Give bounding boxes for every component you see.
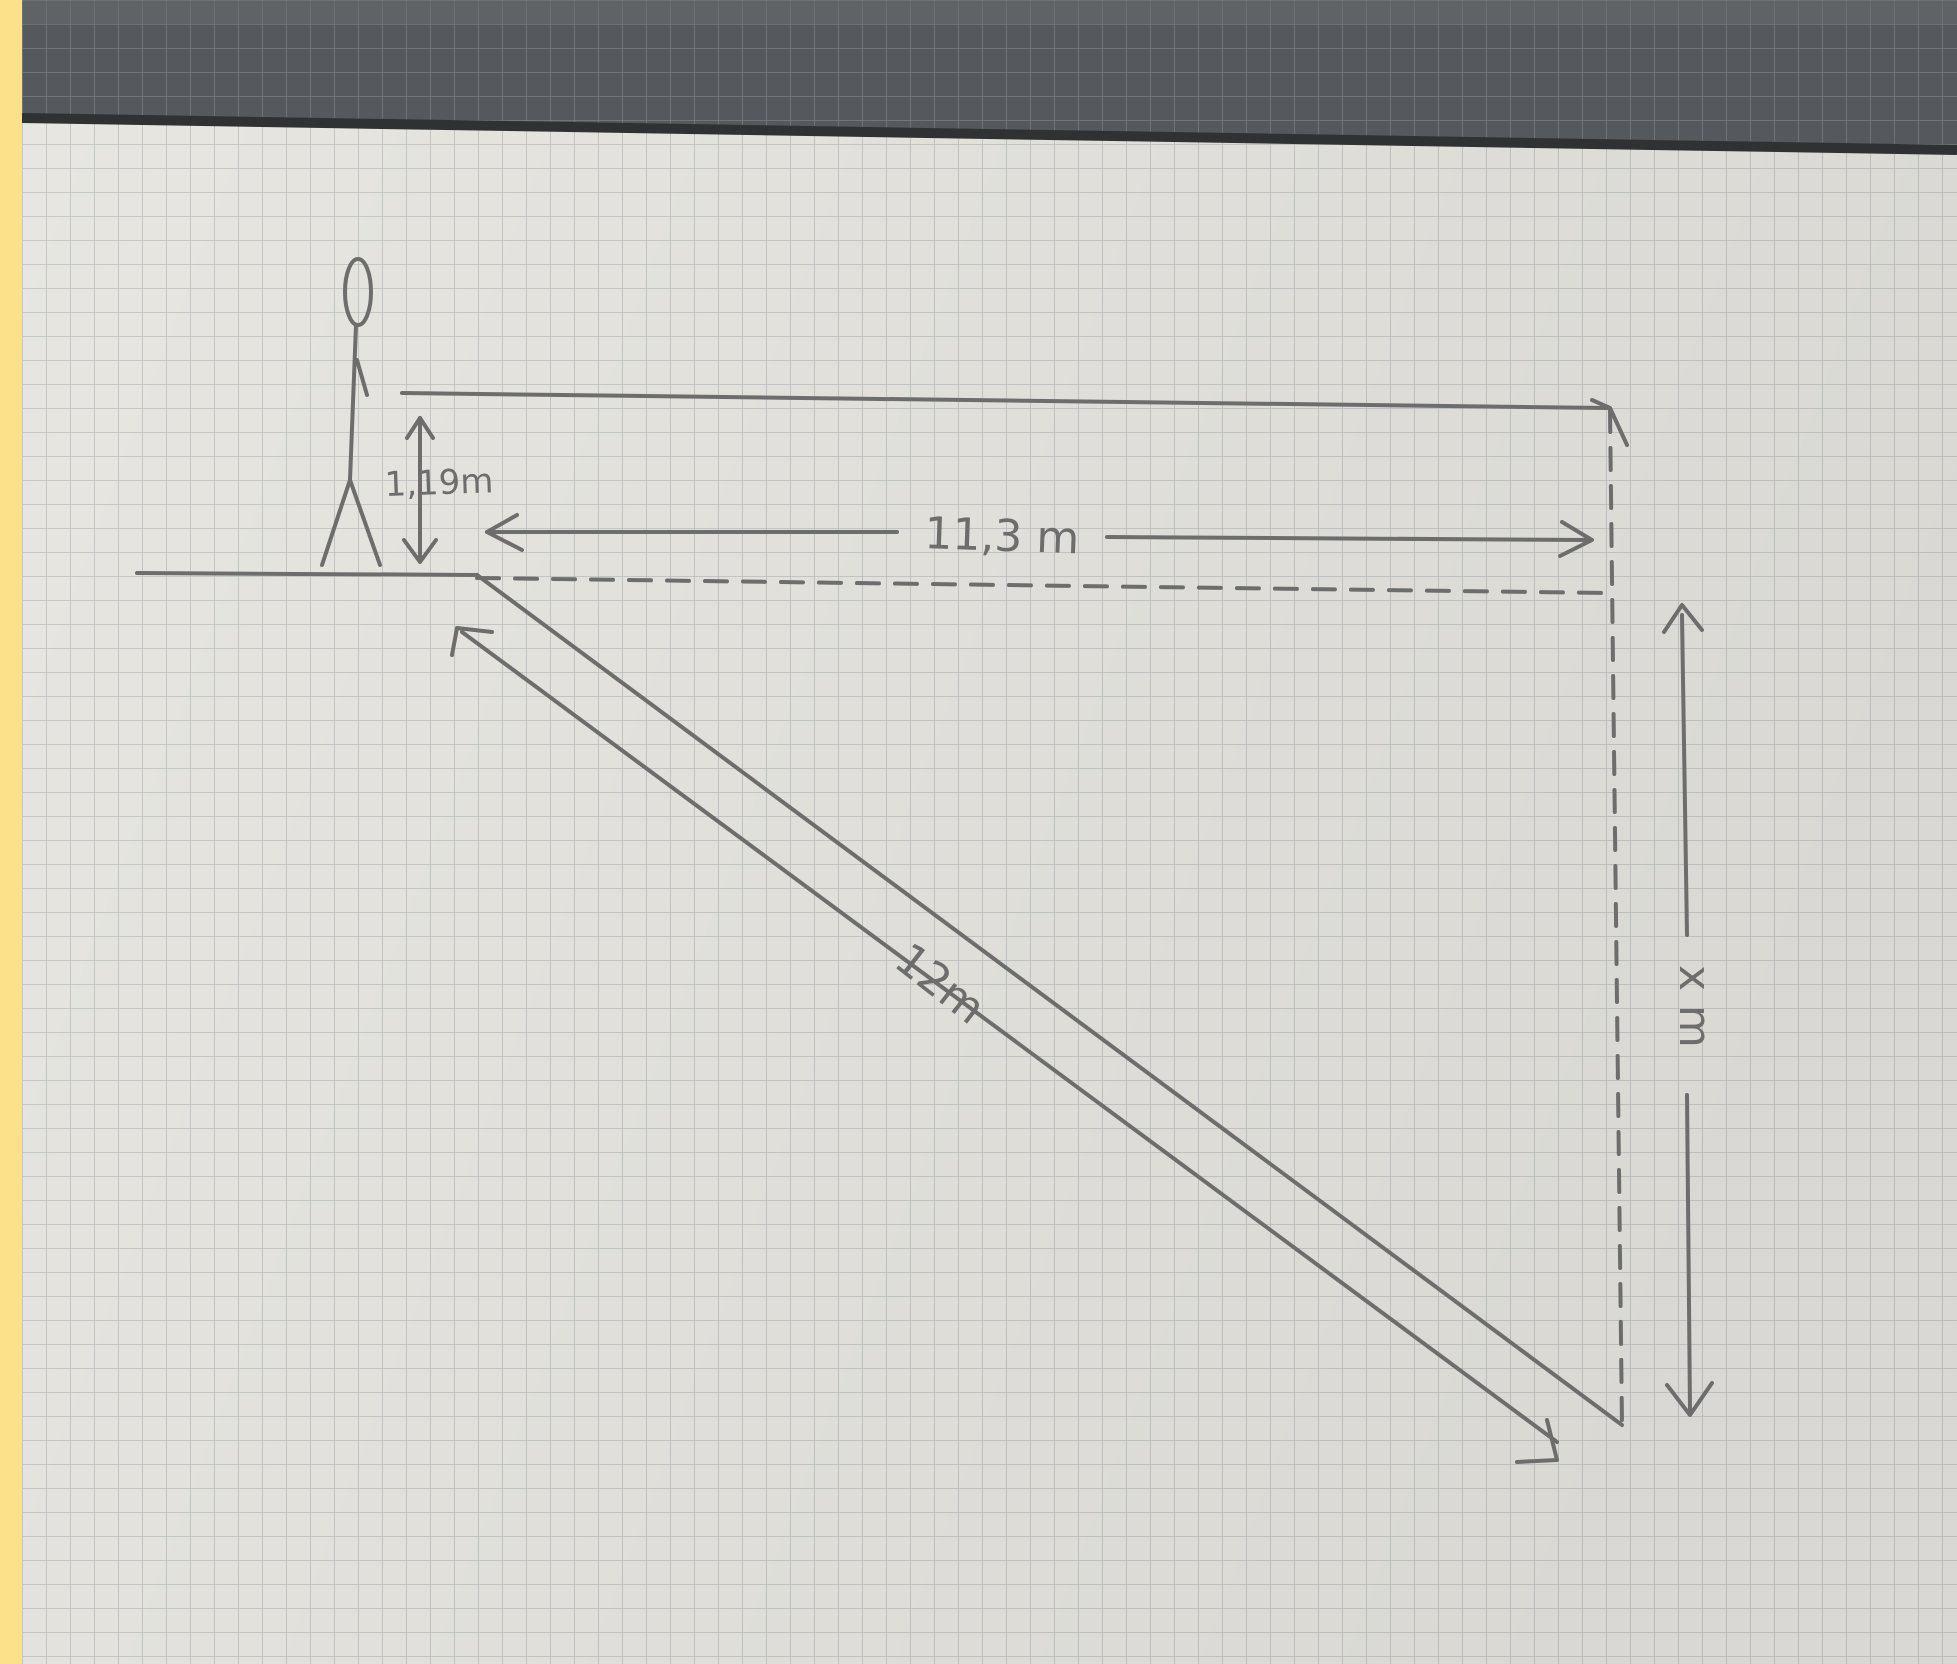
grid-paper bbox=[22, 113, 1957, 1664]
eye-height-label: 1,19m bbox=[384, 461, 494, 505]
sightline bbox=[475, 573, 1624, 1427]
eye-level-line bbox=[400, 391, 1609, 410]
pencil-sketch bbox=[135, 257, 1714, 1464]
ground-line bbox=[135, 571, 479, 577]
vertical-unknown-label: x m bbox=[1669, 965, 1720, 1048]
dashed-horizontal bbox=[475, 576, 1609, 595]
dashed-vertical bbox=[1608, 408, 1624, 1427]
vertical-unknown-arrow bbox=[1662, 603, 1714, 1417]
eye-height-arrow bbox=[402, 416, 438, 564]
slant-distance-arrow bbox=[450, 626, 1559, 1464]
stick-figure bbox=[320, 257, 382, 567]
horizontal-distance-label: 11,3 m bbox=[924, 508, 1081, 564]
horizontal-distance-arrow bbox=[485, 513, 1594, 558]
photo-of-sketch: 1,19m 11,3 m 12m x m bbox=[22, 0, 1957, 1664]
